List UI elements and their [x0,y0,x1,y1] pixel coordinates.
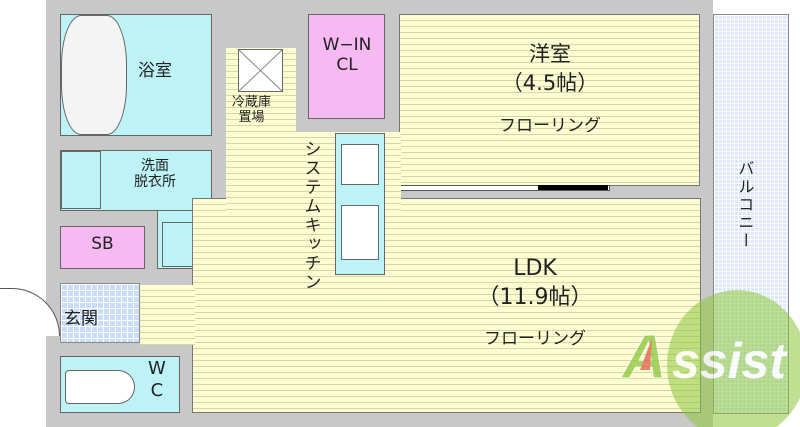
balcony-label: バルコニー [735,160,755,250]
sliding-door-panel [538,185,608,190]
washroom-label: 洗面脱衣所 [120,158,190,190]
fridge-label: 冷蔵庫置場 [232,95,272,126]
washroom-label-line2: 脱衣所 [134,174,176,191]
stove-icon [341,144,379,185]
svg-text:ssist: ssist [672,333,788,389]
ldk-label: LDK （11.9帖） [420,255,650,312]
shoe-box-label: SB [91,234,114,254]
washroom-label-line1: 洗面 [141,158,169,174]
walk-in-closet [308,14,385,119]
wic-label-line2: CL [336,54,358,75]
wc-label-line2: C [150,379,164,401]
western-room-label: 洋室 （4.5帖） [400,40,700,99]
kitchen-label: システムキッチン [300,140,321,292]
wc-label-line1: W [148,358,166,379]
western-room-name: 洋室 [529,42,571,66]
assist-logo-graphic: A ssist [620,290,800,427]
western-room-size: （4.5帖） [501,71,599,96]
shoe-box [60,226,145,269]
western-room [399,14,700,186]
entrance [60,283,140,343]
fridge-label-line1: 冷蔵庫 [232,95,272,110]
svg-text:A: A [620,323,667,392]
entrance-label: 玄関 [64,309,98,329]
wic-label-line1: W−IN [322,35,372,55]
ldk-name: LDK [513,256,557,281]
bath-label: 浴室 [138,61,172,81]
fridge-space-icon [238,49,283,92]
sink-icon [61,151,101,209]
hall-floor [140,285,195,345]
bathtub-icon [61,15,127,135]
ldk-flooring: フローリング [484,329,586,349]
fridge-label-line2: 置場 [238,109,265,125]
kitchen-sink-icon [341,205,379,260]
assist-logo: A ssist [612,270,800,427]
toilet-icon [65,370,135,404]
ldk-size: （11.9帖） [477,284,593,310]
western-room-flooring: フローリング [499,116,601,136]
